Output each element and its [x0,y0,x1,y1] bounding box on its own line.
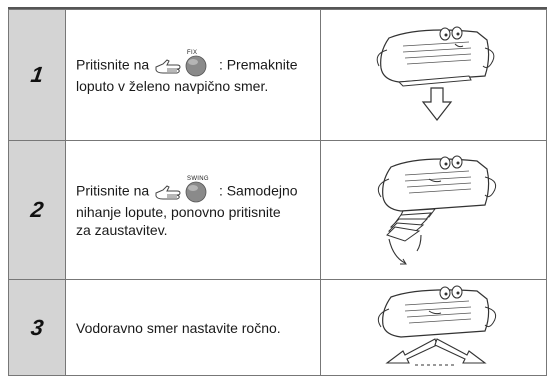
step-instruction: Vodoravno smer nastavite ročno. [65,279,321,376]
step-row-1: 1 Pritisnite na FIX : Premaknite loputo … [8,9,547,141]
step-number-cell: 3 [8,279,66,376]
step-number-cell: 1 [8,9,66,141]
instruction-prefix: Pritisnite na [76,182,150,199]
instruction-prefix: Pritisnite na [76,56,150,73]
hand-pointer-icon [155,55,207,77]
air-conditioner-swing-icon [377,155,496,265]
step-illustration [320,9,547,141]
step-number-cell: 2 [8,140,66,280]
instruction-suffix: : Premaknite [218,56,298,73]
step-number: 3 [29,314,45,340]
fix-button-label: FIX [187,50,198,56]
step-illustration [320,279,547,376]
step-row-3: 3 Vodoravno smer nastavite ročno. [8,279,547,376]
step-number: 1 [29,62,45,87]
instruction-line: za zaustavitev. [76,222,168,238]
instruction-line: nihanje lopute, ponovno pritisnite [76,204,281,220]
instruction-suffix: : Samodejno [218,182,298,199]
top-rule [8,7,547,9]
instruction-line: loputo v želeno navpično smer. [76,78,269,94]
step-number: 2 [29,197,45,222]
hand-pointer-icon [155,181,207,203]
step-instruction: Pritisnite na SWING : Samodejno nihanje … [65,140,321,280]
air-conditioner-horizontal-icon [377,285,496,366]
steps-table: 1 Pritisnite na FIX : Premaknite loputo … [8,9,547,376]
swing-button-graphic: SWING [153,176,215,203]
step-illustration [320,140,547,280]
step-instruction: Pritisnite na FIX : Premaknite loputo v … [65,9,321,141]
fix-button-graphic: FIX [153,50,215,77]
instruction-line: Vodoravno smer nastavite ročno. [76,319,281,336]
air-conditioner-flap-down-icon [376,26,494,121]
step-row-2: 2 Pritisnite na SWING : Samodejno nihanj… [8,140,547,280]
swing-button-label: SWING [187,176,209,182]
